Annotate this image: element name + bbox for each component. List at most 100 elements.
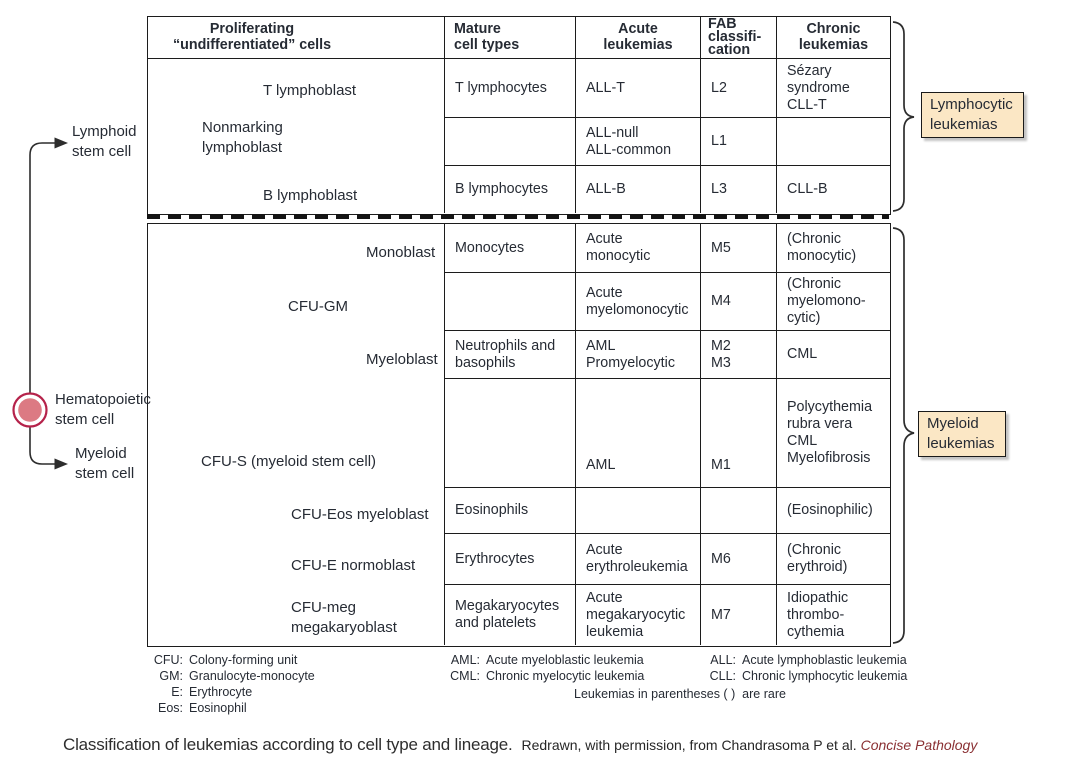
legend-definition: Acute lymphoblastic leukemia [742,653,907,667]
tree-cell [148,58,444,213]
text-line: Neutrophils and [455,337,556,354]
cfu-e-label: CFU-E normoblast [291,556,415,576]
text-line: M1 [711,457,731,473]
text-line: lymphoblast [202,139,283,156]
legend-definition: Erythrocyte [189,685,253,699]
text-line: Acute [586,542,623,558]
table-cell [444,117,575,165]
text-line: M2 [711,337,731,354]
legend-abbr: AML: [450,653,480,667]
text-line: myelomonocytic [586,301,689,318]
table-cell: AML [575,378,700,487]
lymphocytic-brace [892,21,915,212]
text-line: myelomono- [787,293,866,309]
legend-rare-note: Leukemias in parentheses ( ) are rare [574,687,786,701]
legend-abbr: GM: [159,669,183,683]
text-line: stem cell [55,411,115,428]
text-line: CML [787,433,818,449]
text-line: Chronic [806,21,861,37]
table-cell [444,378,575,487]
legend-abbr: CML: [450,669,480,683]
text-line: Hematopoietic [55,391,151,408]
text-line: (Chronic [787,542,842,558]
text-line: cell types [454,36,520,53]
text-line: (Eosinophilic) [787,502,873,518]
text-line: and platelets [455,615,537,631]
legend-abbr: CFU: [153,653,183,667]
text-line: Megakaryocytes [455,598,560,614]
text-line: stem cell [75,465,135,482]
text-line: basophils [455,354,516,371]
text-line: CLL-T [787,96,827,113]
monoblast-label: Monoblast [366,243,435,263]
legend-definition: Acute myeloblastic leukemia [486,653,644,667]
text-line: AML [586,337,616,354]
cfu-s-label: CFU-S (myeloid stem cell) [201,452,376,472]
text-line: leukemias [927,435,995,452]
text-line: M3 [711,354,731,371]
text-line: (Chronic [787,231,842,247]
nonmarking-lymphoblast-label: Nonmarking lymphoblast [202,118,283,158]
table-cell: T lymphocytes [444,58,575,117]
table-cell: ALL-T [575,58,700,117]
text-line: Monoblast [366,244,436,261]
text-line: megakaryoblast [291,619,397,636]
table-cell: M6 [700,533,776,584]
text-line: M6 [711,550,731,567]
legend-definition: Granulocyte-monocyte [189,669,315,683]
table-cell: CML [776,330,890,378]
text-line: ALL-B [586,181,626,197]
text-line: Idiopathic [787,589,849,606]
text-line: Lymphoid [72,123,137,140]
hematopoietic-stem-cell-cell-icon [12,392,48,428]
text-line: CFU-E normoblast [291,557,416,574]
table-cell: M1 [700,378,776,487]
myeloblast-label: Myeloblast [366,350,438,370]
lymphoid-myeloid-divider [147,214,889,219]
text-line: Polycythemia [787,399,873,415]
table-cell: (Eosinophilic) [776,487,890,533]
table-cell [700,487,776,533]
text-line: erythroleukemia [586,559,688,575]
text-line: M7 [711,606,731,623]
table-cell: L3 [700,165,776,213]
text-line: Promyelocytic [586,354,675,371]
legend-abbr: E: [171,685,183,699]
text-line: leukemias [798,36,869,53]
cfu-gm-label: CFU-GM [288,297,348,317]
text-line: Myelofibrosis [787,450,871,466]
legend-definition: Eosinophil [189,701,247,715]
table-cell: M5 [700,224,776,272]
text-line: “undifferentiated” cells [172,36,332,53]
table-cell: ALL-B [575,165,700,213]
caption-credit: Redrawn, with permission, from Chandraso… [521,737,857,753]
text-line: Mature [454,21,501,37]
text-line: erythroid) [787,559,848,575]
text-line: Nonmarking [202,119,283,136]
text-line: ALL-common [586,141,672,158]
table-cell: CLL-B [776,165,890,213]
arrow-to-lymphoid-stem-cell [29,137,68,393]
legend-definition: Colony-forming unit [189,653,298,667]
text-line: M4 [711,293,731,309]
text-line: ALL-T [586,79,625,96]
text-line: Acute [586,284,623,301]
text-line: L3 [711,181,727,197]
text-line: rubra vera [787,416,853,432]
